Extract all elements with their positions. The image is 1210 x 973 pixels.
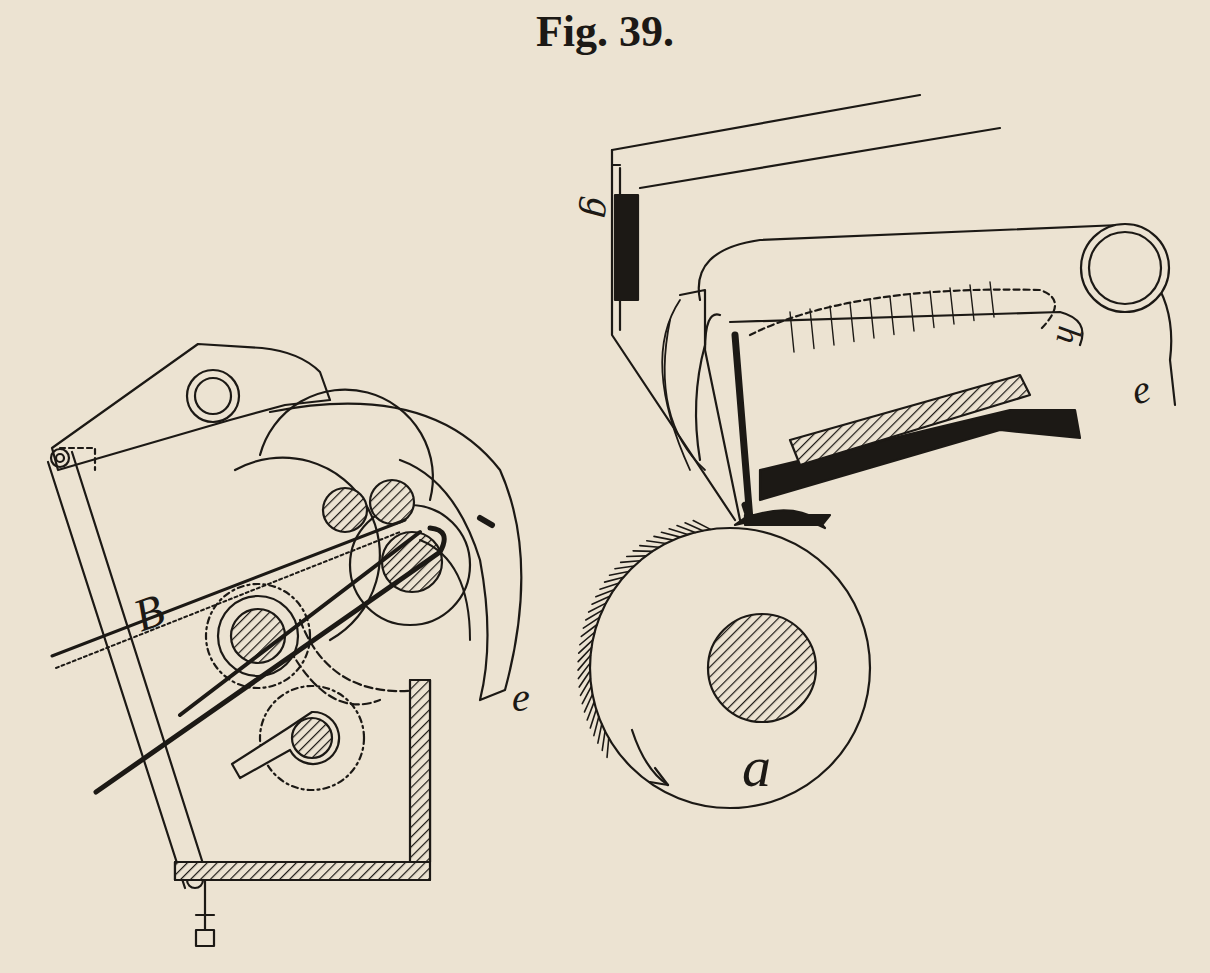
part-letter: e: [1127, 368, 1155, 411]
part-letter: B: [128, 587, 170, 640]
part-letter: e: [512, 678, 530, 718]
part-letter: g: [579, 196, 621, 219]
comb-cylinder: [578, 510, 870, 808]
part-letter: a: [742, 738, 771, 796]
lever-mechanism: [48, 344, 521, 946]
nipper-frame: [612, 95, 1175, 525]
figure-title: Fig. 39.: [0, 8, 1210, 56]
part-letter: h: [1050, 324, 1086, 347]
